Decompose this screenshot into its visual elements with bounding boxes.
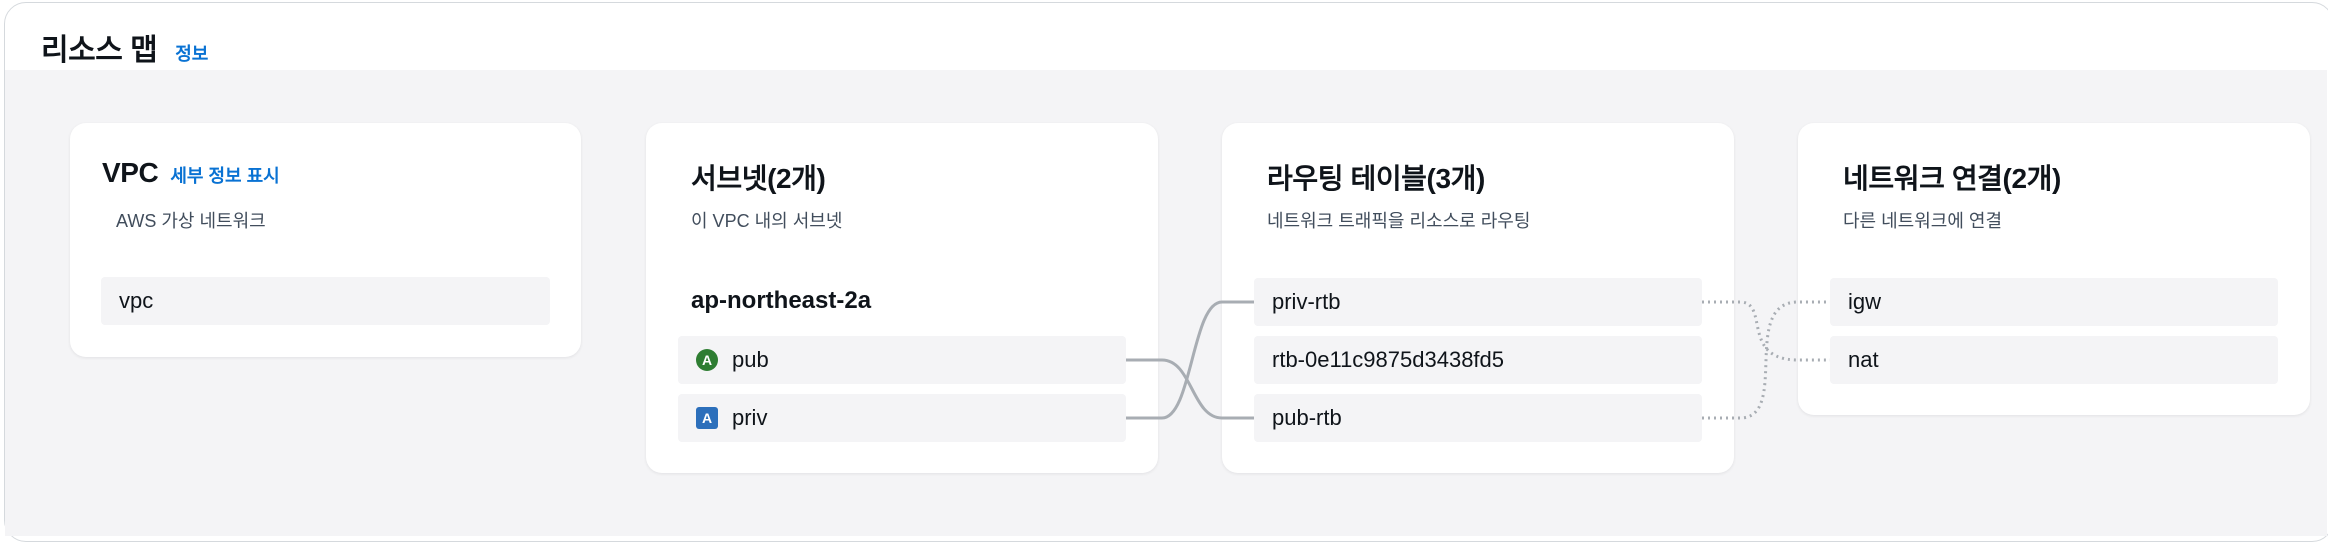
route-table-label: priv-rtb — [1272, 289, 1341, 314]
vpc-subtitle: AWS 가상 네트워크 — [116, 211, 266, 231]
subnets-card: 서브넷(2개) 이 VPC 내의 서브넷 ap-northeast-2a A p… — [646, 123, 1158, 473]
private-subnet-icon: A — [696, 407, 718, 429]
subnet-item-label: pub — [732, 347, 769, 372]
route-table-label: rtb-0e11c9875d3438fd5 — [1272, 347, 1505, 372]
availability-zone-label: ap-northeast-2a — [691, 287, 872, 314]
public-subnet-icon: A — [696, 349, 718, 371]
network-connection-label: nat — [1848, 347, 1879, 372]
route-tables-card: 라우팅 테이블(3개) 네트워크 트래픽을 리소스로 라우팅 priv-rtb … — [1222, 123, 1734, 473]
network-connections-title-text: 네트워크 연결(2개) — [1843, 163, 2061, 194]
route-table-item-priv-rtb[interactable]: priv-rtb — [1254, 278, 1702, 326]
network-connections-title: 네트워크 연결(2개) — [1843, 157, 2061, 197]
vpc-card-title: VPC 세부 정보 표시 — [102, 157, 280, 189]
route-table-item-pub-rtb[interactable]: pub-rtb — [1254, 394, 1702, 442]
vpc-item-label: vpc — [119, 288, 154, 313]
vpc-title: VPC — [102, 157, 159, 188]
route-tables-title: 라우팅 테이블(3개) — [1267, 157, 1485, 197]
route-tables-subtitle: 네트워크 트래픽을 리소스로 라우팅 — [1267, 211, 1531, 231]
subnet-item-priv[interactable]: A priv — [678, 394, 1126, 442]
network-connections-card: 네트워크 연결(2개) 다른 네트워크에 연결 igw nat — [1798, 123, 2310, 415]
network-connections-subtitle: 다른 네트워크에 연결 — [1843, 211, 2003, 231]
route-table-item-main[interactable]: rtb-0e11c9875d3438fd5 — [1254, 336, 1702, 384]
route-tables-title-text: 라우팅 테이블(3개) — [1267, 163, 1485, 194]
resource-map-header: 리소스 맵 정보 — [41, 25, 208, 69]
show-details-link[interactable]: 세부 정보 표시 — [170, 166, 280, 186]
vpc-item[interactable]: vpc — [101, 277, 550, 325]
route-table-label: pub-rtb — [1272, 405, 1342, 430]
page-title: 리소스 맵 — [41, 34, 158, 67]
subnet-item-pub[interactable]: A pub — [678, 336, 1126, 384]
network-connection-item-nat[interactable]: nat — [1830, 336, 2278, 384]
subnets-title: 서브넷(2개) — [691, 157, 826, 197]
subnets-title-text: 서브넷(2개) — [691, 163, 826, 194]
network-connection-item-igw[interactable]: igw — [1830, 278, 2278, 326]
subnets-subtitle: 이 VPC 내의 서브넷 — [691, 211, 843, 231]
subnet-item-label: priv — [732, 405, 768, 430]
vpc-card: VPC 세부 정보 표시 AWS 가상 네트워크 vpc — [70, 123, 581, 357]
info-link[interactable]: 정보 — [175, 44, 209, 64]
network-connection-label: igw — [1848, 289, 1882, 314]
